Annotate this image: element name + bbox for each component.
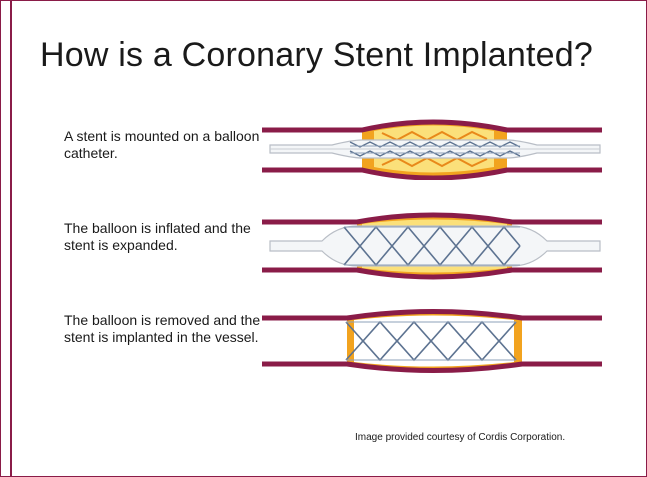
step-2-balloon-inflated-illustration [262, 212, 607, 280]
step-3-caption: The balloon is removed and the stent is … [64, 312, 274, 346]
balloon-catheter [270, 140, 600, 158]
step-3-stent-implanted-illustration [262, 308, 607, 374]
step-1-caption: A stent is mounted on a balloon catheter… [64, 128, 274, 162]
step-2-caption: The balloon is inflated and the stent is… [64, 220, 274, 254]
page-title: How is a Coronary Stent Implanted? [40, 36, 640, 75]
image-credit: Image provided courtesy of Cordis Corpor… [355, 432, 565, 443]
slide-left-border [10, 0, 12, 477]
plaque-deposit [347, 312, 522, 371]
step-1-stent-on-catheter-illustration [262, 118, 607, 180]
